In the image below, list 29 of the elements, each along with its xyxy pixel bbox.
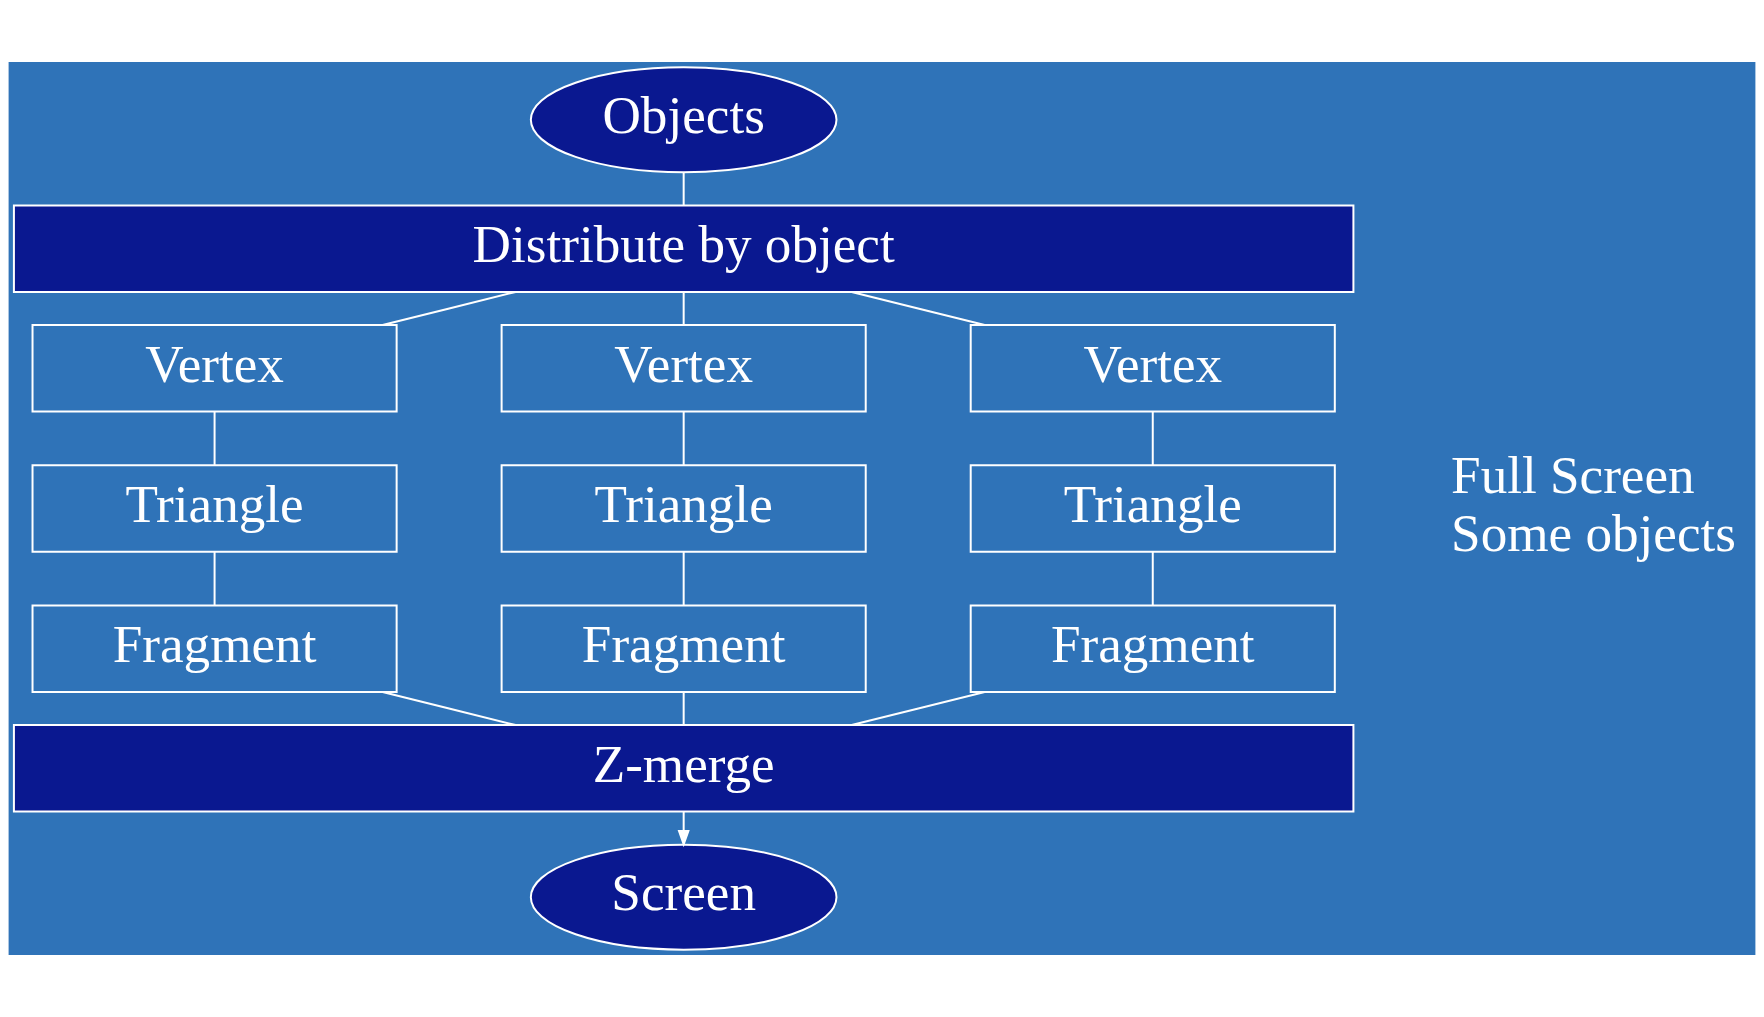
arrow xyxy=(677,810,690,848)
label: Some objects xyxy=(1451,504,1736,563)
connector xyxy=(682,410,685,466)
connector xyxy=(381,290,517,327)
connector xyxy=(682,550,685,607)
node-box: Fragment xyxy=(31,604,398,693)
label: Full Screen xyxy=(1451,445,1695,504)
node-box: Vertex xyxy=(31,324,398,413)
node-box: Vertex xyxy=(500,324,867,413)
node-ellipse: Objects xyxy=(529,66,838,174)
node-box: Triangle xyxy=(31,464,398,553)
node-box: Z-merge xyxy=(12,724,1355,813)
node-box: Triangle xyxy=(500,464,867,553)
connector xyxy=(1151,550,1154,607)
node-box: Distribute by object xyxy=(12,204,1355,293)
node-box: Triangle xyxy=(969,464,1336,553)
node-ellipse: Screen xyxy=(529,843,838,951)
connector xyxy=(682,291,685,326)
connector xyxy=(213,410,216,466)
connector xyxy=(682,171,685,207)
connector xyxy=(1151,410,1154,466)
node-box: Fragment xyxy=(500,604,867,693)
node-box: Vertex xyxy=(969,324,1336,413)
connector xyxy=(381,690,517,727)
connector xyxy=(682,691,685,726)
connector xyxy=(850,690,986,727)
connector xyxy=(850,290,986,327)
connector xyxy=(213,550,216,607)
node-box: Fragment xyxy=(969,604,1336,693)
